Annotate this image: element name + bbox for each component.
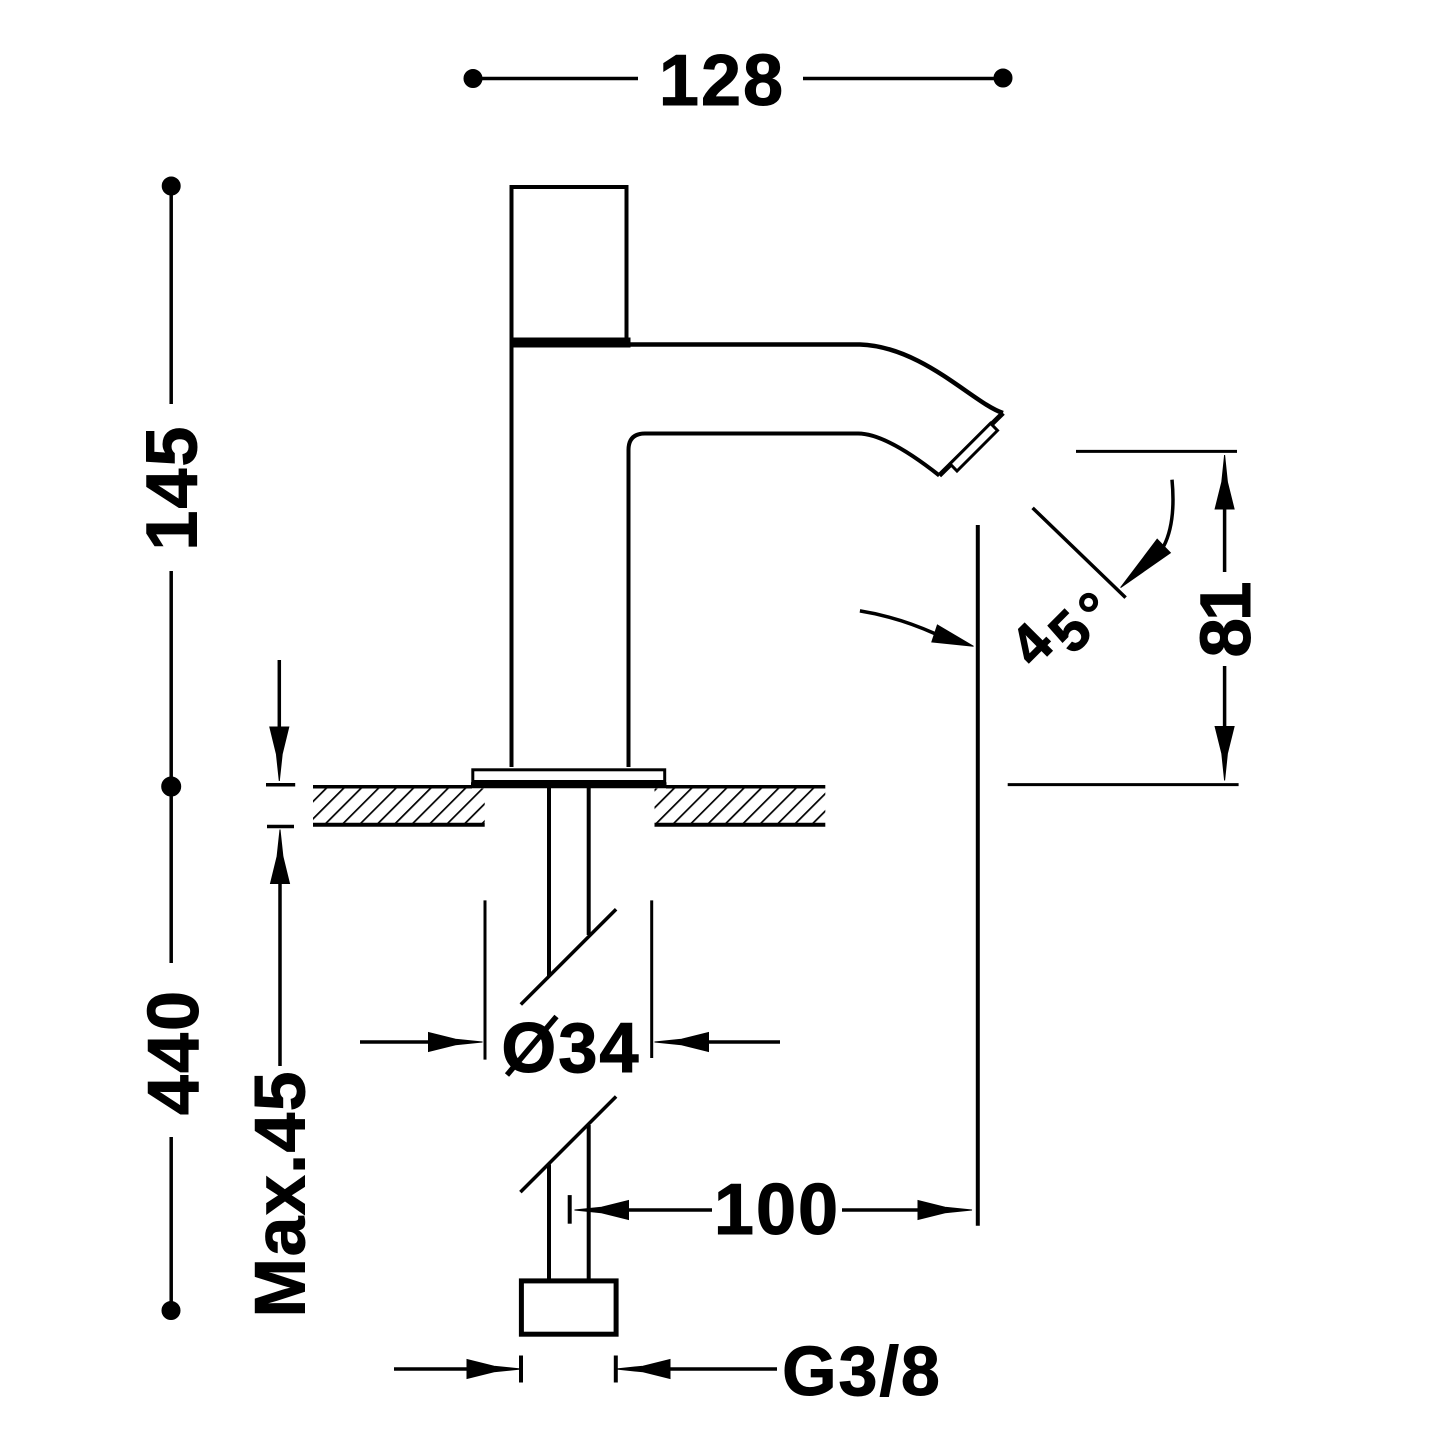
svg-text:G3/8: G3/8 <box>782 1332 942 1410</box>
svg-text:100: 100 <box>714 1170 840 1250</box>
svg-text:O34: O34 <box>501 1008 640 1087</box>
svg-text:81: 81 <box>1187 583 1266 657</box>
svg-text:128: 128 <box>659 41 785 121</box>
svg-text:Max.45: Max.45 <box>241 1070 321 1318</box>
svg-text:440: 440 <box>134 989 214 1115</box>
svg-text:145: 145 <box>132 425 212 551</box>
